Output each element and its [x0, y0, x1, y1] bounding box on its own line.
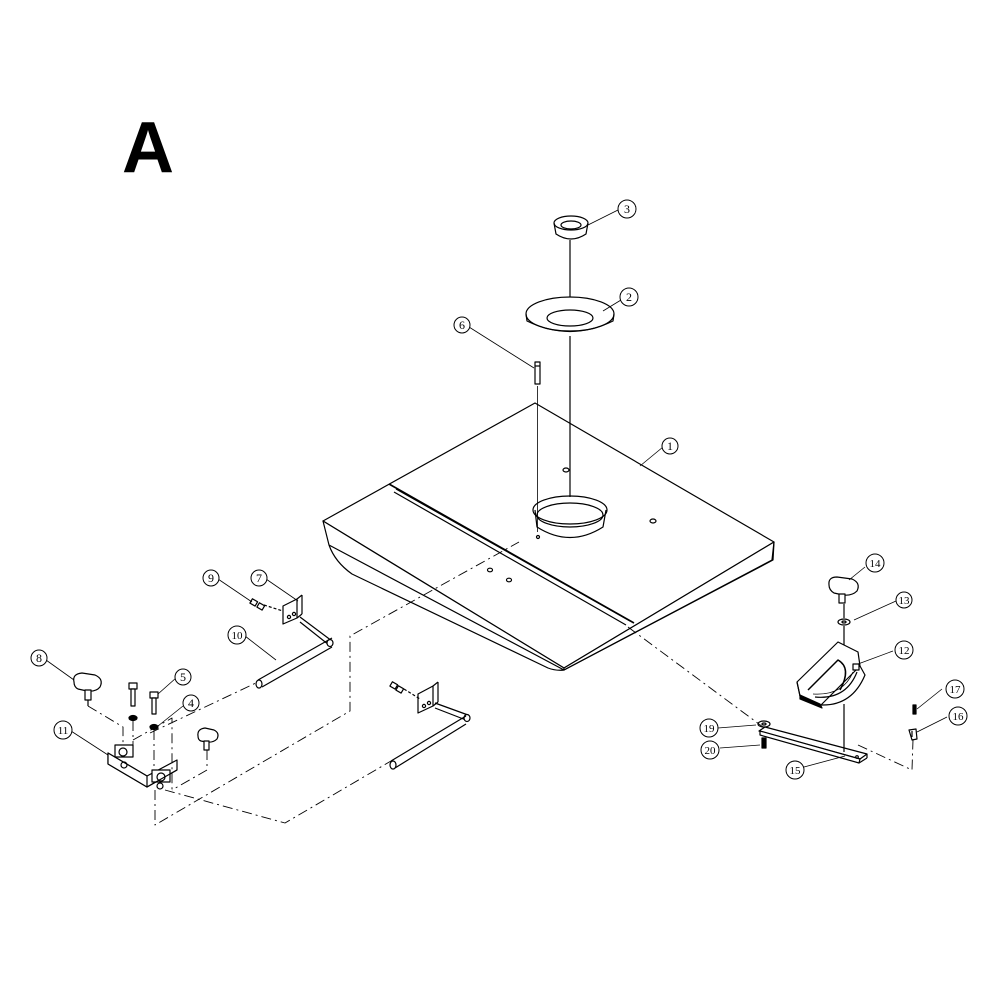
- callout-19: 19: [704, 723, 716, 735]
- callout-5: 5: [180, 670, 186, 684]
- miter-bar: [758, 704, 868, 764]
- assembly-leader-lines: [87, 541, 520, 826]
- callout-15: 15: [790, 765, 802, 777]
- callout-8: 8: [36, 651, 42, 665]
- knob-small: [197, 727, 219, 751]
- callout-7: 7: [256, 571, 262, 585]
- callout-20: 20: [705, 745, 717, 757]
- stop-parts: [908, 704, 918, 741]
- bolts-and-washer: [128, 682, 159, 731]
- pin: [534, 361, 541, 532]
- knob-left: [73, 672, 102, 706]
- callout-1: 1: [667, 439, 673, 453]
- callout-10: 10: [232, 630, 244, 642]
- callout-numbers: 1 2 3 4 5 6 7 8 9 10 11 12 13 14 15 16 1…: [36, 202, 964, 777]
- callout-6: 6: [459, 318, 465, 332]
- callout-leaders: [45, 209, 948, 768]
- fence-rod: [255, 637, 333, 689]
- callout-16: 16: [953, 711, 965, 723]
- rod-assembly-2: [389, 681, 471, 770]
- callout-12: 12: [899, 645, 910, 657]
- callout-9: 9: [208, 571, 214, 585]
- callout-17: 17: [950, 684, 962, 696]
- section-letter: A: [122, 108, 174, 188]
- callout-2: 2: [626, 290, 632, 304]
- insert-plate: [525, 296, 615, 333]
- miter-gauge-head: [796, 641, 866, 709]
- callout-4: 4: [188, 696, 194, 710]
- callout-3: 3: [624, 202, 630, 216]
- callout-11: 11: [58, 725, 69, 737]
- callout-circles: [30, 199, 968, 780]
- callout-13: 13: [899, 595, 911, 607]
- bracket-screws: [249, 598, 284, 612]
- bracket-block: [107, 744, 178, 790]
- right-leader-lines: [627, 626, 914, 771]
- table-top: [322, 402, 775, 671]
- callout-14: 14: [870, 558, 882, 570]
- bushing: [553, 215, 589, 240]
- rod-bracket: [282, 594, 334, 648]
